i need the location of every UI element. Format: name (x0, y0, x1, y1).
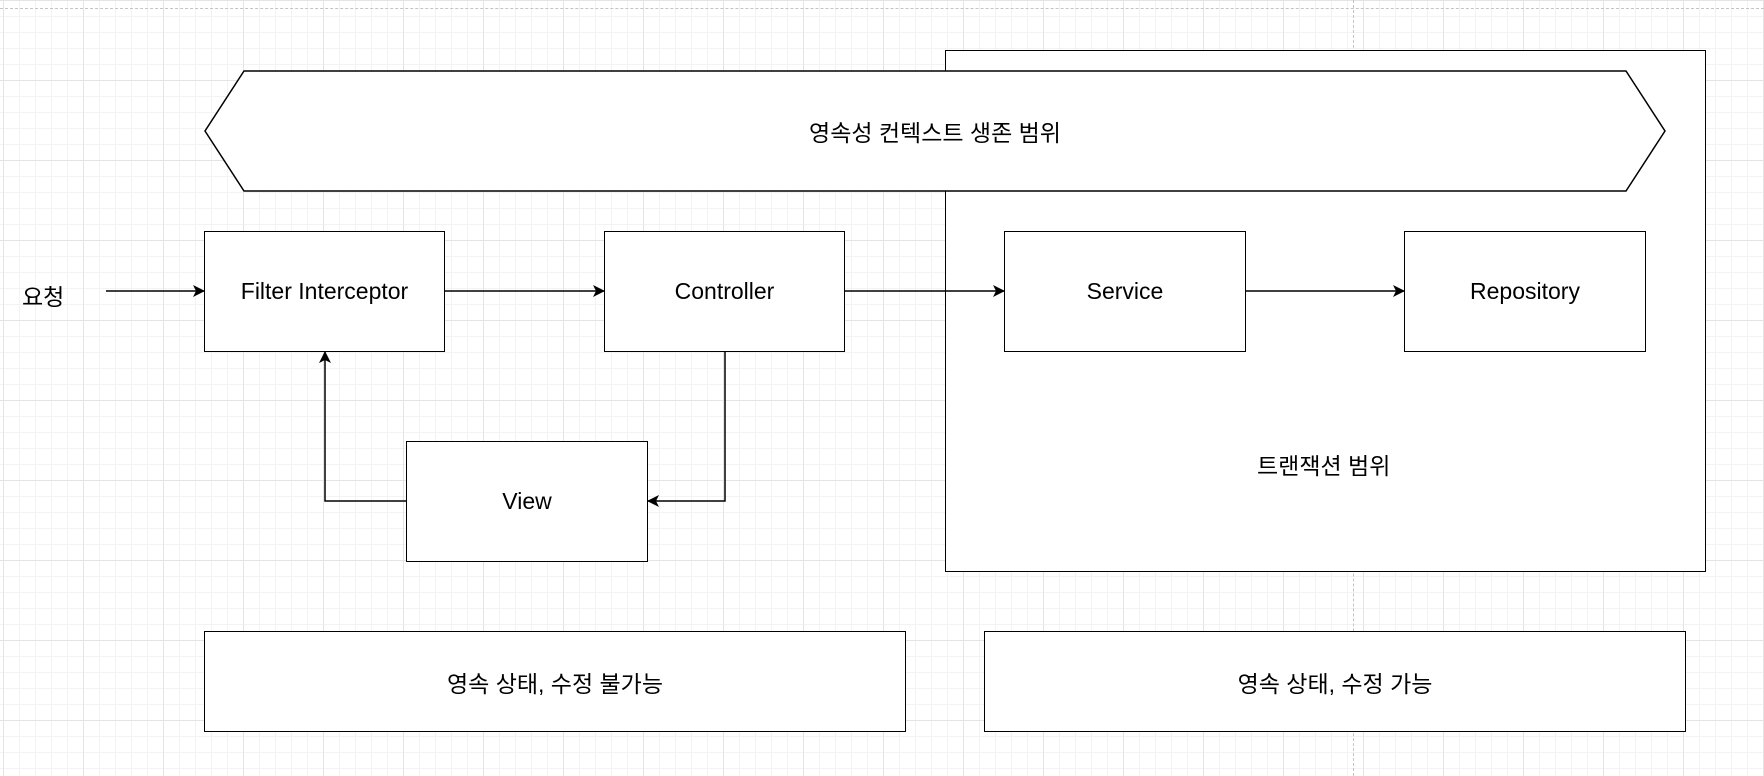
note-persistent-not-editable[interactable]: 영속 상태, 수정 불가능 (204, 631, 906, 732)
note-editable-label: 영속 상태, 수정 가능 (1237, 670, 1433, 697)
controller-node[interactable]: Controller (604, 231, 845, 352)
note-persistent-editable[interactable]: 영속 상태, 수정 가능 (984, 631, 1686, 732)
view-node[interactable]: View (406, 441, 648, 562)
view-label: View (502, 488, 552, 514)
edge-view-to-filter[interactable] (319, 351, 406, 502)
filter-interceptor-label: Filter Interceptor (240, 278, 409, 304)
service-label: Service (1086, 278, 1164, 304)
transaction-scope-label: 트랜잭션 범위 (1257, 453, 1391, 479)
service-node[interactable]: Service (1004, 231, 1246, 352)
request-label: 요청 (22, 284, 65, 310)
repository-label: Repository (1470, 278, 1580, 304)
page-break-horizontal (0, 8, 1764, 9)
repository-node[interactable]: Repository (1404, 231, 1646, 352)
filter-interceptor-node[interactable]: Filter Interceptor (204, 231, 445, 352)
note-not-editable-label: 영속 상태, 수정 불가능 (446, 670, 663, 697)
persistence-context-label: 영속성 컨텍스트 생존 범위 (809, 120, 1061, 146)
persistence-context-hexagon[interactable] (204, 70, 1666, 192)
controller-label: Controller (674, 278, 775, 304)
edge-controller-to-view[interactable] (647, 352, 726, 507)
